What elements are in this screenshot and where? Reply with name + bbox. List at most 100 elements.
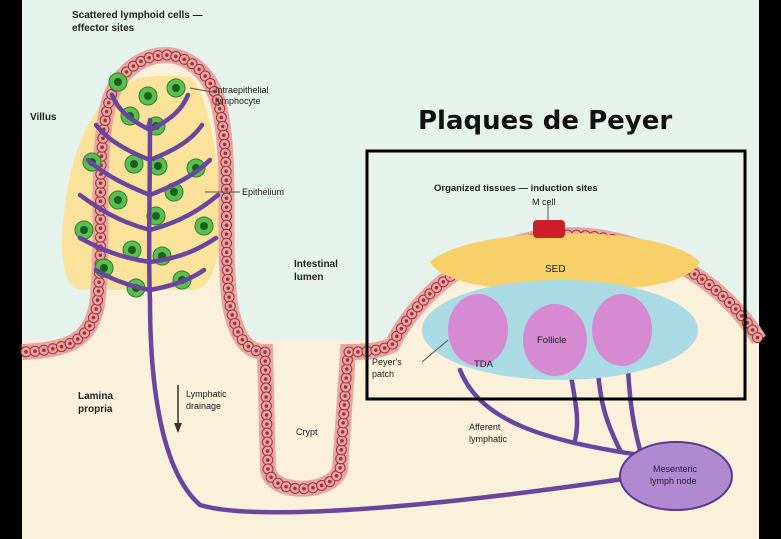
epithelial-nucleus <box>442 280 446 284</box>
epithelial-nucleus <box>410 312 414 316</box>
epithelial-nucleus <box>241 338 245 342</box>
epithelial-nucleus <box>269 476 273 480</box>
epithelial-nucleus <box>335 474 339 478</box>
m-cell <box>533 220 565 238</box>
epithelial-nucleus <box>395 334 399 338</box>
epithelial-nucleus <box>99 181 103 185</box>
epithelial-nucleus <box>422 298 426 302</box>
epithelial-nucleus <box>97 280 101 284</box>
epithelial-nucleus <box>342 412 346 416</box>
epithelial-nucleus <box>103 119 107 123</box>
epithelial-nucleus <box>98 253 102 257</box>
epithelial-nucleus <box>435 286 439 290</box>
epithelial-nucleus <box>265 440 269 444</box>
epithelial-nucleus <box>51 347 55 351</box>
lymphocyte-nucleus <box>80 226 88 234</box>
epithelial-nucleus <box>341 430 345 434</box>
epithelial-nucleus <box>343 403 347 407</box>
epithelial-nucleus <box>374 348 378 352</box>
lymphocyte-nucleus <box>172 84 180 92</box>
epithelial-nucleus <box>96 298 100 302</box>
epithelial-nucleus <box>221 125 225 129</box>
lymphocyte-nucleus <box>114 78 122 86</box>
afferent-lymphatic-label-line2: lymphatic <box>469 434 508 444</box>
epithelial-nucleus <box>225 223 229 227</box>
lymphocyte-nucleus <box>200 222 208 230</box>
epithelial-nucleus <box>338 466 342 470</box>
epithelial-nucleus <box>225 205 229 209</box>
epithelial-nucleus <box>190 62 194 66</box>
epithelial-nucleus <box>265 431 269 435</box>
epithelial-nucleus <box>340 439 344 443</box>
epithelial-nucleus <box>700 277 704 281</box>
epithelial-nucleus <box>233 322 237 326</box>
epithelial-nucleus <box>227 286 231 290</box>
epithelial-nucleus <box>320 484 324 488</box>
epithelial-nucleus <box>416 305 420 309</box>
m-cell-label: M cell <box>532 197 556 207</box>
epithelial-nucleus <box>347 350 351 354</box>
epithelial-nucleus <box>225 241 229 245</box>
epithelial-nucleus <box>156 54 160 58</box>
epithelial-nucleus <box>182 58 186 62</box>
epithelial-nucleus <box>42 348 46 352</box>
epithelial-nucleus <box>721 294 725 298</box>
epithelial-nucleus <box>707 283 711 287</box>
epithelial-nucleus <box>132 64 136 68</box>
lymphatic-drainage-label-line2: drainage <box>186 401 221 411</box>
epithelial-nucleus <box>224 151 228 155</box>
epithelial-nucleus <box>751 328 755 332</box>
epithelial-nucleus <box>225 178 229 182</box>
epithelial-nucleus <box>220 116 224 120</box>
epithelial-nucleus <box>405 319 409 323</box>
epithelial-nucleus <box>225 214 229 218</box>
epithelial-nucleus <box>728 301 732 305</box>
afferent-lymphatic-label-line1: Afferent <box>469 422 501 432</box>
epithelial-nucleus <box>293 487 297 491</box>
intraepithelial-label-line2: lymphocyte <box>215 96 261 106</box>
epithelial-nucleus <box>88 324 92 328</box>
intestinal-lumen-label-line2: lumen <box>294 272 323 283</box>
epithelial-nucleus <box>208 82 212 86</box>
epithelial-nucleus <box>223 142 227 146</box>
epithelial-nucleus <box>356 350 360 354</box>
epithelial-nucleus <box>266 449 270 453</box>
peyers-patch-label-line2: patch <box>372 369 394 379</box>
epithelial-nucleus <box>693 272 697 276</box>
crypt-label: Crypt <box>296 427 318 437</box>
epithelial-nucleus <box>105 110 109 114</box>
epithelial-nucleus <box>428 292 432 296</box>
tda-label: TDA <box>474 359 494 370</box>
follicle-right <box>592 294 652 366</box>
epithelial-nucleus <box>60 345 64 349</box>
epithelial-nucleus <box>264 368 268 372</box>
intraepithelial-label-line1: Intraepithelial <box>215 85 269 95</box>
epithelial-nucleus <box>224 169 228 173</box>
peyers-patch-label-line1: Peyer's <box>372 357 402 367</box>
lymphocyte-nucleus <box>154 162 162 170</box>
lamina-propria-label-line2: propria <box>78 404 113 415</box>
epithelial-nucleus <box>165 53 169 57</box>
mesenteric-lymph-node-label-line1: Mesenteric <box>653 464 698 474</box>
epithelial-nucleus <box>94 307 98 311</box>
epithelial-nucleus <box>391 342 395 346</box>
epithelial-nucleus <box>225 268 229 272</box>
lymphocyte-nucleus <box>144 92 152 100</box>
epithelial-nucleus <box>230 313 234 317</box>
villus-label: Villus <box>30 112 57 123</box>
epithelial-nucleus <box>99 190 103 194</box>
epithelial-nucleus <box>265 422 269 426</box>
epithelial-nucleus <box>218 107 222 111</box>
follicle-left <box>448 294 508 366</box>
epithelial-nucleus <box>225 250 229 254</box>
epithelial-nucleus <box>139 60 143 64</box>
epithelial-nucleus <box>99 217 103 221</box>
epithelial-nucleus <box>76 337 80 341</box>
epithelial-nucleus <box>302 487 306 491</box>
epithelial-nucleus <box>311 486 315 490</box>
epithelial-nucleus <box>341 421 345 425</box>
scattered-label-line1: Scattered lymphoid cells — <box>72 10 203 21</box>
epithelial-nucleus <box>24 350 28 354</box>
epithelial-nucleus <box>266 467 270 471</box>
